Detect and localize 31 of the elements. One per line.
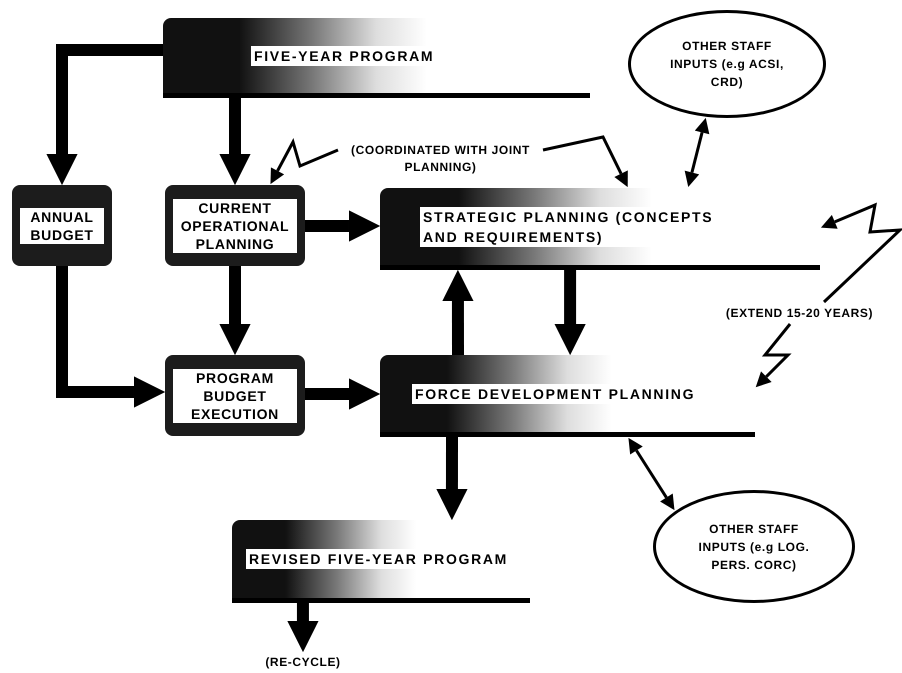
annotation-text: (COORDINATED WITH JOINT PLANNING) [338,140,543,178]
process-box [163,18,590,98]
ellipse-label: OTHER STAFF INPUTS (e.g ACSI, CRD) [669,38,785,91]
process-box [165,355,305,436]
process-box [232,520,530,603]
arrow [436,437,468,520]
annotation-text: (RE-CYCLE) [252,652,354,672]
arrow [219,98,251,186]
arrow [756,323,792,388]
arrow [442,270,474,355]
box-label: PROGRAM BUDGET EXECUTION [173,368,297,422]
arrow [46,44,163,186]
box-label: ANNUAL BUDGET [20,208,104,244]
arrow [542,135,628,188]
process-box [380,188,820,270]
arrow [628,438,674,510]
annotation-text: (EXTEND 15-20 YEARS) [712,302,887,324]
arrow [684,118,710,188]
box-label: CURRENT OPERATIONAL PLANNING [173,198,297,252]
ellipse-label: OTHER STAFF INPUTS (e.g LOG. PERS. CORC) [698,520,810,574]
arrow [287,603,319,652]
arrow [270,138,339,184]
arrow [305,210,380,242]
process-box [12,185,112,266]
arrow [820,202,902,304]
arrow [554,270,586,356]
arrow [219,266,251,356]
arrow [305,378,380,410]
process-box [380,355,755,437]
arrow [56,266,166,408]
process-box [165,185,305,266]
